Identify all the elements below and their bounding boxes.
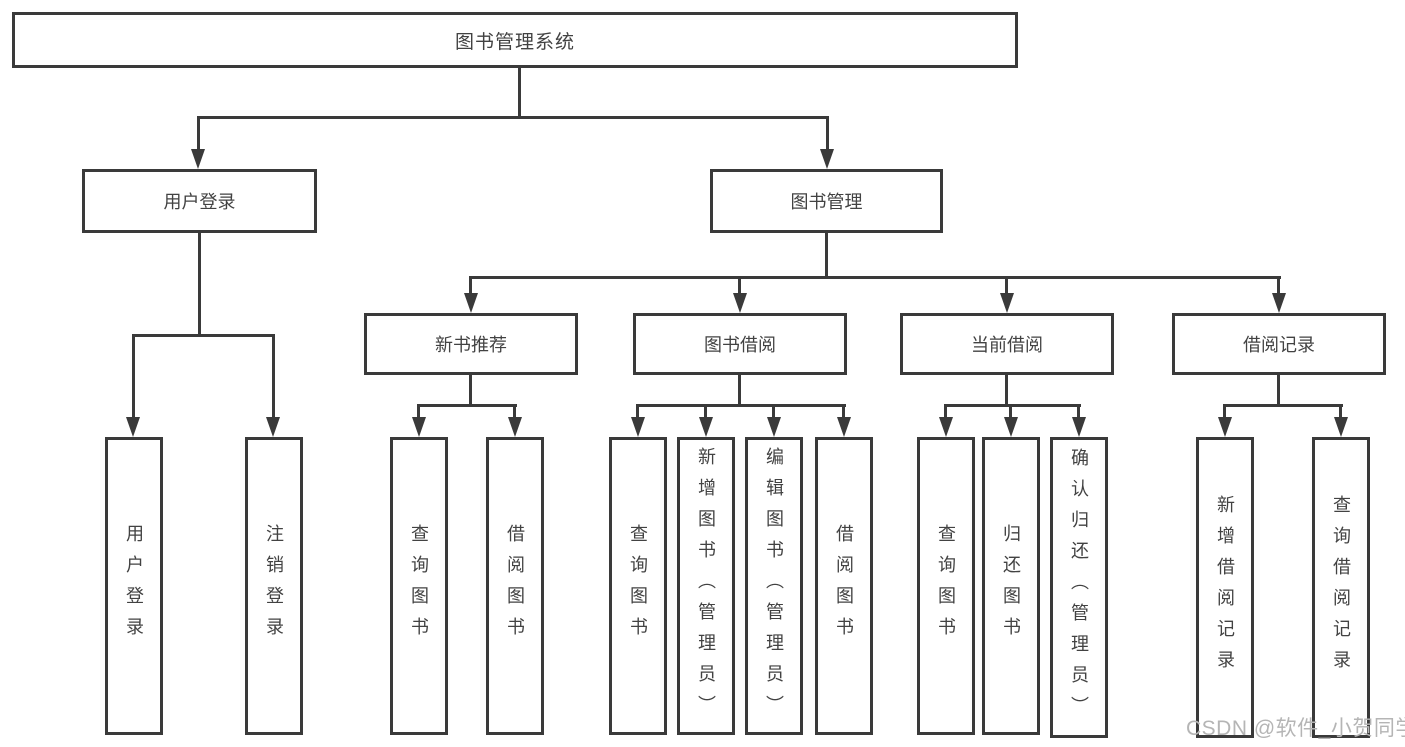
csdn-watermark: CSDN @软件_小贺同学: [1186, 717, 1405, 740]
connector-line: [1223, 407, 1226, 417]
node-library-management-system: 图书管理系统: [12, 12, 1018, 68]
connector-line: [513, 407, 516, 417]
arrow-down-icon: [266, 417, 280, 437]
arrow-down-icon: [464, 293, 478, 313]
node-leaf-query-book-current: 查询图书: [917, 437, 975, 735]
connector-line: [1277, 375, 1280, 406]
connector-line: [825, 233, 828, 277]
connector-line: [704, 407, 707, 417]
connector-line: [842, 407, 845, 417]
node-book-management: 图书管理: [710, 169, 943, 233]
connector-line: [944, 404, 1081, 407]
connector-line: [1339, 407, 1342, 417]
connector-line: [1009, 407, 1012, 417]
node-current-borrow: 当前借阅: [900, 313, 1114, 375]
arrow-down-icon: [1000, 293, 1014, 313]
node-user-login: 用户登录: [82, 169, 317, 233]
connector-line: [1005, 279, 1008, 293]
node-leaf-user-login: 用户登录: [105, 437, 163, 735]
connector-line: [197, 119, 200, 149]
connector-line: [738, 279, 741, 293]
connector-line: [197, 116, 829, 119]
arrow-down-icon: [820, 149, 834, 169]
connector-line: [469, 375, 472, 406]
arrow-down-icon: [412, 417, 426, 437]
arrow-down-icon: [191, 149, 205, 169]
node-leaf-borrow-book-recommend: 借阅图书: [486, 437, 544, 735]
node-leaf-query-book-borrow: 查询图书: [609, 437, 667, 735]
connector-line: [132, 334, 275, 337]
connector-line: [636, 407, 639, 417]
connector-line: [738, 375, 741, 406]
connector-line: [772, 407, 775, 417]
connector-line: [1005, 375, 1008, 406]
connector-line: [272, 337, 275, 417]
connector-line: [417, 404, 517, 407]
arrow-down-icon: [126, 417, 140, 437]
connector-line: [518, 68, 521, 117]
node-leaf-return-book: 归还图书: [982, 437, 1040, 735]
node-leaf-borrow-book-borrow: 借阅图书: [815, 437, 873, 735]
node-leaf-query-borrow-record: 查询借阅记录: [1312, 437, 1370, 738]
node-leaf-confirm-return-admin: 确认归还（管理员）: [1050, 437, 1108, 738]
arrow-down-icon: [699, 417, 713, 437]
arrow-down-icon: [1272, 293, 1286, 313]
node-leaf-logout-login: 注销登录: [245, 437, 303, 735]
arrow-down-icon: [837, 417, 851, 437]
arrow-down-icon: [1218, 417, 1232, 437]
connector-line: [826, 119, 829, 149]
node-new-book-recommend: 新书推荐: [364, 313, 578, 375]
node-leaf-add-book-admin: 新增图书（管理员）: [677, 437, 735, 735]
arrow-down-icon: [767, 417, 781, 437]
arrow-down-icon: [733, 293, 747, 313]
arrow-down-icon: [631, 417, 645, 437]
arrow-down-icon: [939, 417, 953, 437]
node-leaf-add-borrow-record: 新增借阅记录: [1196, 437, 1254, 738]
arrow-down-icon: [508, 417, 522, 437]
node-borrow-record: 借阅记录: [1172, 313, 1386, 375]
connector-line: [198, 233, 201, 335]
connector-line: [636, 404, 846, 407]
connector-line: [1277, 279, 1280, 293]
connector-line: [132, 337, 135, 417]
arrow-down-icon: [1334, 417, 1348, 437]
arrow-down-icon: [1072, 417, 1086, 437]
node-leaf-edit-book-admin: 编辑图书（管理员）: [745, 437, 803, 735]
connector-line: [469, 276, 1281, 279]
connector-line: [1223, 404, 1343, 407]
node-book-borrow: 图书借阅: [633, 313, 847, 375]
connector-line: [417, 407, 420, 417]
connector-line: [944, 407, 947, 417]
connector-line: [469, 279, 472, 293]
connector-line: [1077, 407, 1080, 417]
node-leaf-query-book-recommend: 查询图书: [390, 437, 448, 735]
arrow-down-icon: [1004, 417, 1018, 437]
